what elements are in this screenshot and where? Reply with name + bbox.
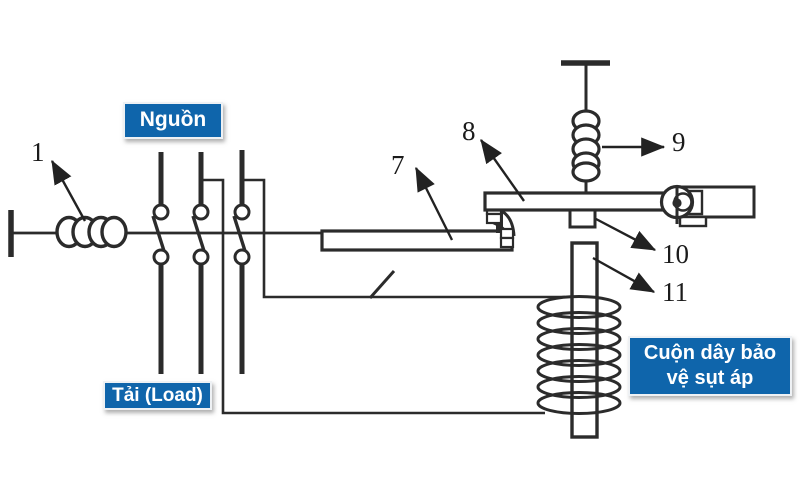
protection-coil-label: Cuộn dây bảo vệ sụt áp: [628, 336, 792, 396]
arrow-to-1: [50, 159, 87, 222]
arrow-to-11: [592, 256, 656, 294]
breaker-pole: [232, 150, 251, 374]
breaker-pole: [151, 152, 170, 374]
arrow-to-8: [480, 139, 525, 202]
lever-arm: [483, 191, 683, 212]
series-trip-coil: [55, 215, 128, 249]
callout-arrows: [50, 137, 666, 294]
lever-pivot-mount: [659, 184, 756, 228]
trip-bar: [320, 229, 514, 252]
coil-bottom-wire: [201, 178, 545, 415]
callout-1: 1: [31, 137, 45, 167]
arrow-to-10: [595, 217, 657, 252]
callout-11: 11: [662, 277, 688, 307]
source-label: Nguồn: [123, 102, 223, 139]
callout-10: 10: [662, 239, 689, 269]
return-spring: [561, 60, 610, 193]
protection-coil: [536, 295, 622, 415]
breaker-poles: [151, 150, 251, 374]
coil-top-wire: [242, 178, 565, 299]
breaker-pole: [191, 152, 210, 374]
callout-9: 9: [672, 127, 686, 157]
armature-link: [568, 208, 597, 229]
callout-7: 7: [391, 150, 405, 180]
arrow-to-7: [414, 166, 454, 241]
aux-contact-blade: [368, 270, 396, 299]
callout-8: 8: [462, 116, 476, 146]
load-label: Tải (Load): [103, 381, 212, 410]
wires: [8, 178, 565, 415]
plunger-rod: [570, 241, 599, 439]
pivot-pin: [672, 198, 682, 208]
